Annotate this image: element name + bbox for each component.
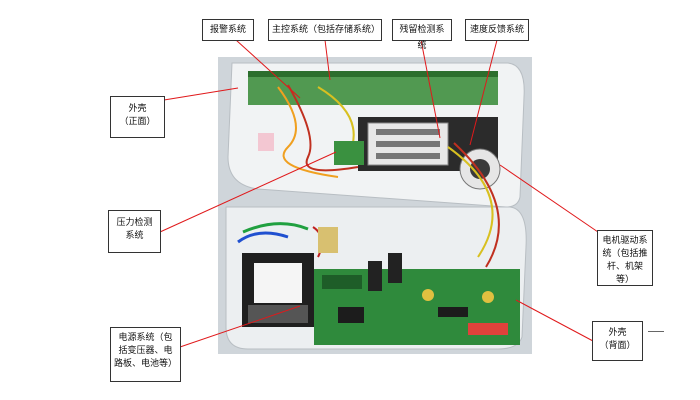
label-pressure-detect-system: 压力检测 系统 [108, 210, 161, 253]
label-motor-line1: 电机驱动系 [602, 236, 648, 246]
label-shell-front: 外壳 （正面） [110, 96, 165, 138]
label-alarm-text: 报警系统 [209, 25, 246, 35]
label-speed-text: 速度反馈系统 [469, 25, 524, 35]
label-residue-detect-system: 残留检测系统 [392, 19, 452, 51]
device-illustration [218, 57, 532, 354]
edge-dash [648, 331, 664, 332]
label-power-line1: 电源系统（包 [118, 333, 173, 343]
label-power-line2: 括变压器、电 [118, 346, 173, 356]
label-shell-back: 外壳 （背面） [592, 321, 643, 361]
label-motor-line2: 统（包括推 [602, 249, 648, 259]
label-motor-line3: 杆、机架等） [606, 262, 643, 285]
label-power-system: 电源系统（包 括变压器、电 路板、电池等） [110, 327, 181, 382]
label-speed-feedback-system: 速度反馈系统 [465, 19, 529, 41]
label-alarm-system: 报警系统 [202, 19, 254, 41]
label-residue-text: 残留检测系统 [399, 25, 445, 51]
label-shell-back-line2: （背面） [599, 341, 636, 351]
label-power-line3: 路板、电池等） [114, 359, 178, 369]
label-shell-front-line1: 外壳 [128, 104, 147, 114]
device-photo [218, 57, 532, 354]
label-main-control-text: 主控系统（包括存储系统） [272, 25, 381, 35]
label-shell-back-line1: 外壳 [608, 328, 627, 338]
label-main-control-system: 主控系统（包括存储系统） [268, 19, 382, 41]
label-pressure-line2: 系统 [125, 231, 144, 241]
label-pressure-line1: 压力检测 [116, 218, 153, 228]
label-motor-drive-system: 电机驱动系 统（包括推 杆、机架等） [597, 230, 653, 286]
label-shell-front-line2: （正面） [119, 117, 156, 127]
